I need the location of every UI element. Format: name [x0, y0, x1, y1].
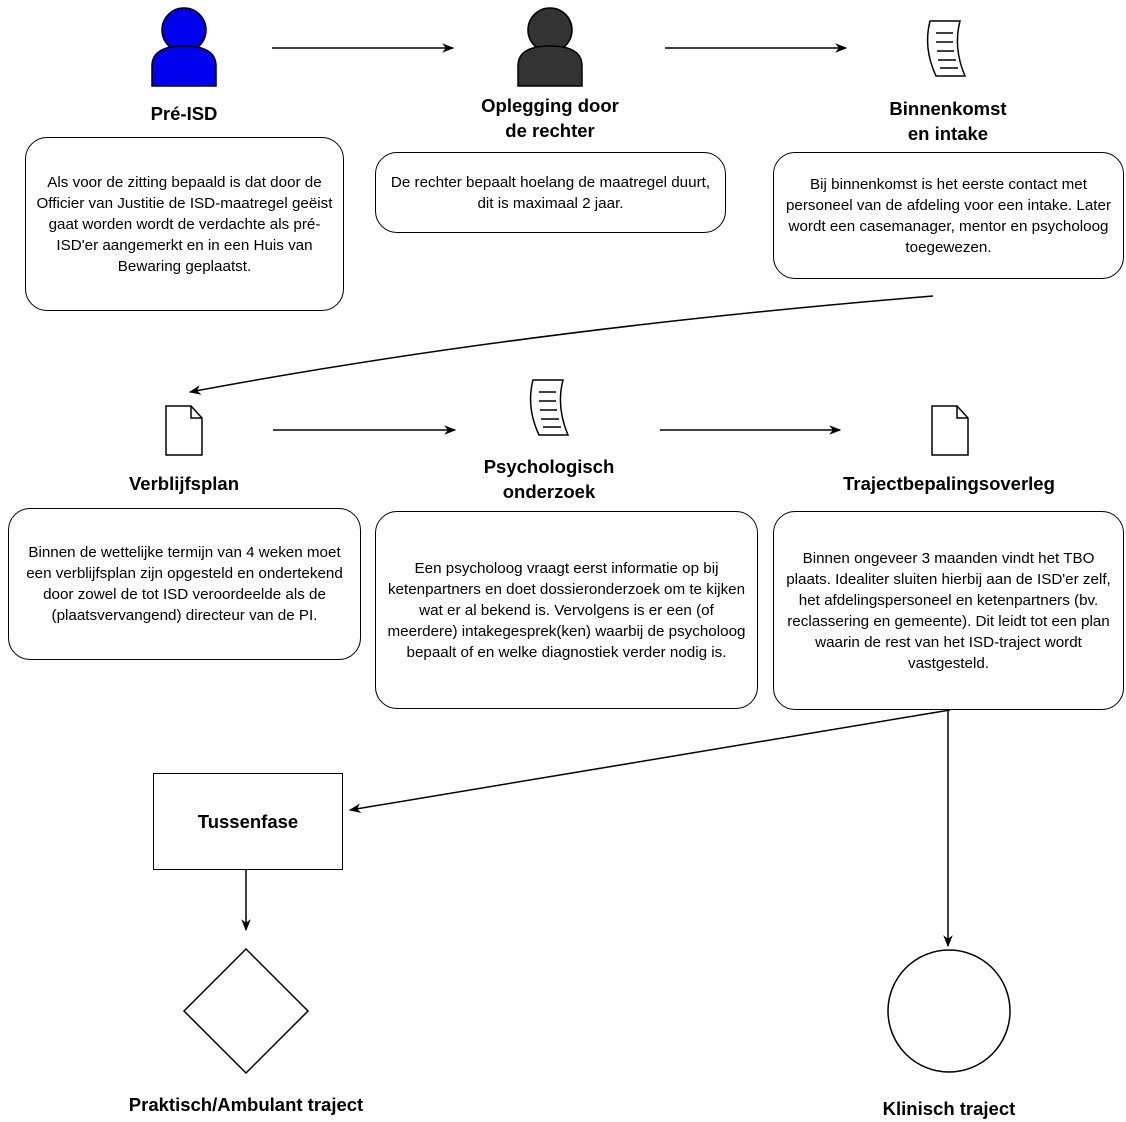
- step-title-line: en intake: [907, 123, 989, 144]
- step-title-binnenkomst: Binnenkomst en intake: [823, 96, 1073, 146]
- step-title-psychologisch: Psychologisch onderzoek: [424, 454, 674, 504]
- step-title-line: Psychologisch: [483, 456, 615, 477]
- step-title-line: Oplegging door: [481, 95, 619, 116]
- step-title-pre-isd: Pré-ISD: [150, 103, 218, 124]
- step-box-psychologisch: Een psycholoog vraagt eerst informatie o…: [375, 511, 758, 709]
- step-box-tbo: Binnen ongeveer 3 maanden vindt het TBO …: [773, 511, 1124, 710]
- step-box-verblijfsplan: Binnen de wettelijke termijn van 4 weken…: [8, 508, 361, 660]
- decision-diamond: [182, 947, 310, 1075]
- step-text-oplegging: De rechter bepaalt hoelang de maatregel …: [390, 173, 711, 212]
- step-text-verblijfsplan: Binnen de wettelijke termijn van 4 weken…: [26, 544, 343, 624]
- arrow-connector: [188, 295, 934, 395]
- person-icon: [517, 7, 583, 87]
- step-title-line: Binnenkomst: [889, 98, 1007, 119]
- step-title-verblijfsplan: Verblijfsplan: [128, 473, 239, 494]
- tussenfase-label: Tussenfase: [197, 810, 299, 832]
- step-title-oplegging: Oplegging door de rechter: [425, 93, 675, 143]
- arrow-connector: [348, 709, 951, 813]
- document-icon: [931, 405, 969, 456]
- step-box-oplegging: De rechter bepaalt hoelang de maatregel …: [375, 152, 726, 233]
- step-text-pre-isd: Als voor de zitting bepaald is dat door …: [36, 173, 333, 275]
- scroll-icon: [529, 379, 570, 436]
- step-text-binnenkomst: Bij binnenkomst is het eerste contact me…: [785, 175, 1112, 256]
- step-text-tbo: Binnen ongeveer 3 maanden vindt het TBO …: [786, 549, 1111, 672]
- outcome-label-klinisch: Klinisch traject: [882, 1098, 1016, 1119]
- step-title-tbo: Trajectbepalingsoverleg: [843, 473, 1055, 494]
- end-circle: [887, 949, 1011, 1073]
- step-text-psychologisch: Een psycholoog vraagt eerst informatie o…: [387, 559, 746, 661]
- scroll-icon: [926, 20, 967, 77]
- tussenfase-box: Tussenfase: [153, 773, 343, 870]
- person-icon: [151, 7, 217, 87]
- document-icon: [165, 405, 203, 456]
- outcome-label-praktisch: Praktisch/Ambulant traject: [128, 1094, 364, 1115]
- step-box-binnenkomst: Bij binnenkomst is het eerste contact me…: [773, 152, 1124, 279]
- step-box-pre-isd: Als voor de zitting bepaald is dat door …: [25, 137, 344, 311]
- step-title-line: de rechter: [505, 120, 595, 141]
- step-title-line: onderzoek: [502, 481, 596, 502]
